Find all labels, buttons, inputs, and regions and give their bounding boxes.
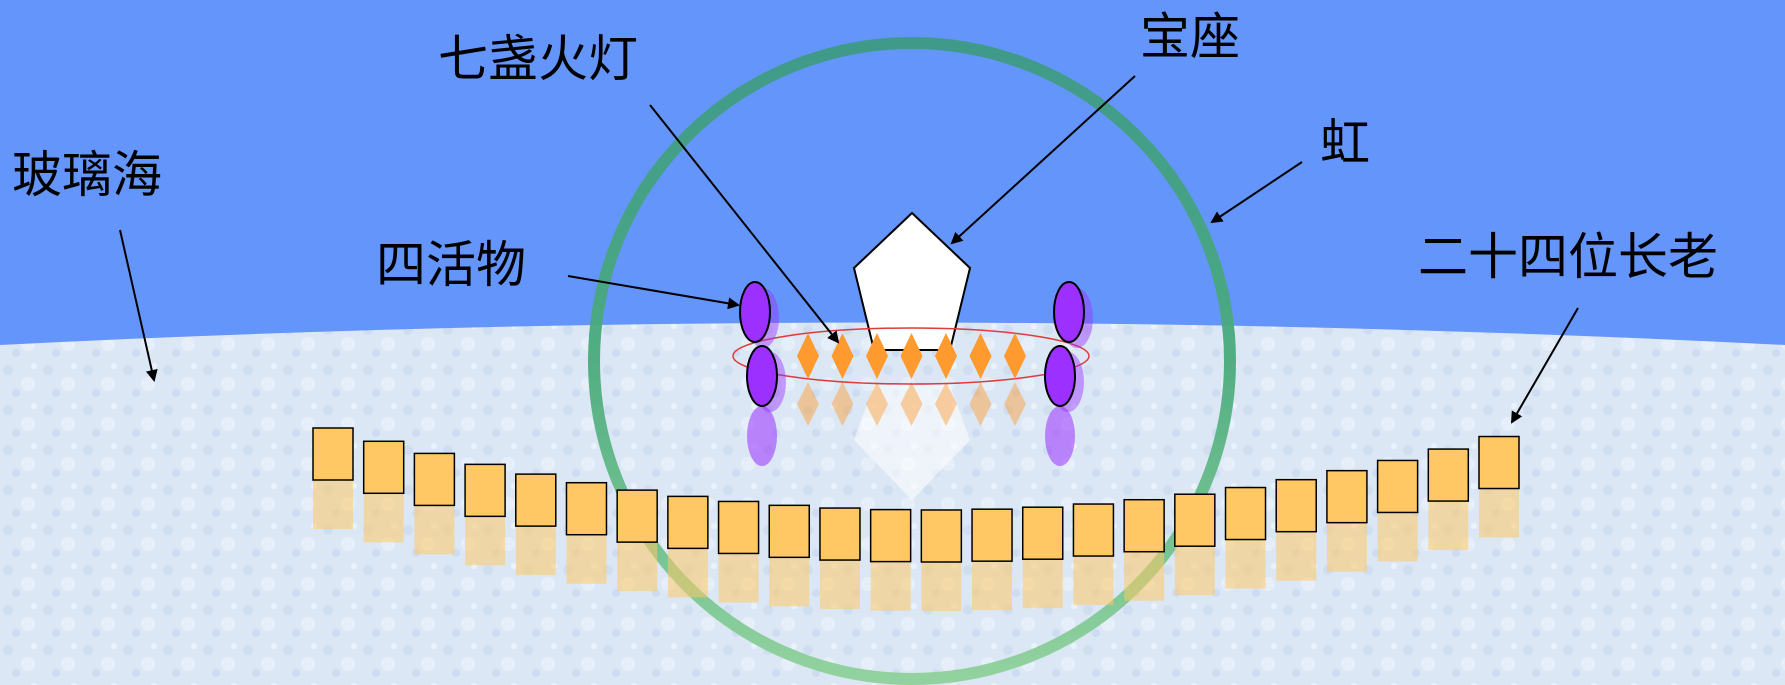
arrow-glass-sea [119,229,158,382]
elder-reflection-5 [515,523,556,576]
elder-9 [717,500,760,555]
elder-reflection-7 [617,539,658,592]
lamp-reflection-5 [935,382,957,426]
elder-19 [1224,486,1267,541]
lamp-reflection-3 [866,382,888,426]
elder-11 [819,507,861,561]
elder-23 [1427,448,1470,502]
elder-21 [1326,469,1368,524]
lamp-reflection-2 [831,382,854,426]
lamp-reflection-4 [900,382,923,426]
pointer-arrows [119,75,1579,424]
elder-reflection-21 [1326,519,1367,572]
elder-reflection-23 [1428,498,1469,551]
elder-20 [1275,478,1317,533]
elder-16 [1072,503,1115,557]
twenty-four-elders-group [312,427,1520,611]
elder-reflection-15 [1022,556,1063,609]
elder-1 [312,427,354,481]
label-seven-lamps: 七盏火灯 [438,30,638,88]
elder-13 [920,509,963,563]
elder-14 [971,508,1013,562]
elder-reflection-8 [667,545,708,598]
elder-reflection-6 [566,531,607,584]
elder-5 [515,473,557,527]
lamp-2 [831,333,854,379]
elder-reflection-11 [819,557,860,610]
elder-6 [565,481,608,536]
elder-17 [1123,498,1165,553]
elder-reflection-20 [1276,528,1317,581]
elder-24 [1478,435,1520,490]
elder-reflection-1 [313,477,353,529]
lamp-4 [900,333,923,379]
elder-reflection-18 [1174,543,1215,596]
elder-15 [1021,506,1064,560]
lamp-3 [866,333,888,379]
elder-reflection-24 [1479,485,1519,538]
four-creatures-group [739,281,1093,466]
lamp-ring [732,327,1090,385]
elder-7 [616,489,658,543]
elder-12 [869,508,912,563]
living-creature-3 [1053,281,1085,343]
rainbow-circle [588,37,1236,685]
elder-22 [1376,459,1419,514]
living-creature-2 [746,345,778,407]
lamp-reflection-7 [1004,382,1026,426]
elder-reflection-2 [363,490,404,543]
lamp-reflection-1 [797,382,819,426]
arrow-four-creatures [567,275,740,310]
arrow-throne [950,75,1136,245]
creature-reflection-2 [1045,406,1075,466]
lamp-7 [1004,333,1026,379]
label-four-creatures: 四活物 [376,236,526,294]
lamp-5 [935,333,957,379]
elder-18 [1174,493,1216,547]
label-glass-sea: 玻璃海 [12,146,162,204]
arrow-seven-lamps [649,104,840,344]
lamp-1 [797,333,819,379]
elder-reflection-4 [465,513,506,566]
glass-sea [0,322,1785,685]
elder-reflection-22 [1377,509,1418,562]
elder-10 [768,504,811,559]
elder-reflection-10 [769,554,810,607]
seven-lamps-group [797,333,1026,379]
elder-reflection-17 [1124,548,1165,601]
elder-reflection-12 [870,558,911,611]
arrow-rainbow [1210,161,1303,224]
label-elders: 二十四位长老 [1418,228,1718,286]
elder-reflection-13 [921,558,962,611]
label-rainbow: 虹 [1320,114,1370,172]
creature-reflection-1 [747,406,777,466]
elder-reflection-9 [718,550,759,603]
lamps-reflection [797,382,1026,426]
elder-4 [464,463,506,518]
elder-3 [413,452,456,507]
elder-reflection-19 [1225,536,1266,589]
elder-reflection-16 [1073,553,1114,606]
living-creature-4 [1044,345,1076,407]
label-throne: 宝座 [1140,8,1240,66]
lamp-6 [969,333,992,379]
elder-8 [667,495,709,550]
elder-2 [362,440,405,495]
throne-reflection [854,385,970,500]
elder-reflection-3 [414,502,455,555]
living-creature-1 [739,281,771,343]
lamp-reflection-6 [969,382,992,426]
elder-reflection-14 [972,558,1013,611]
arrow-elders [1510,307,1579,424]
